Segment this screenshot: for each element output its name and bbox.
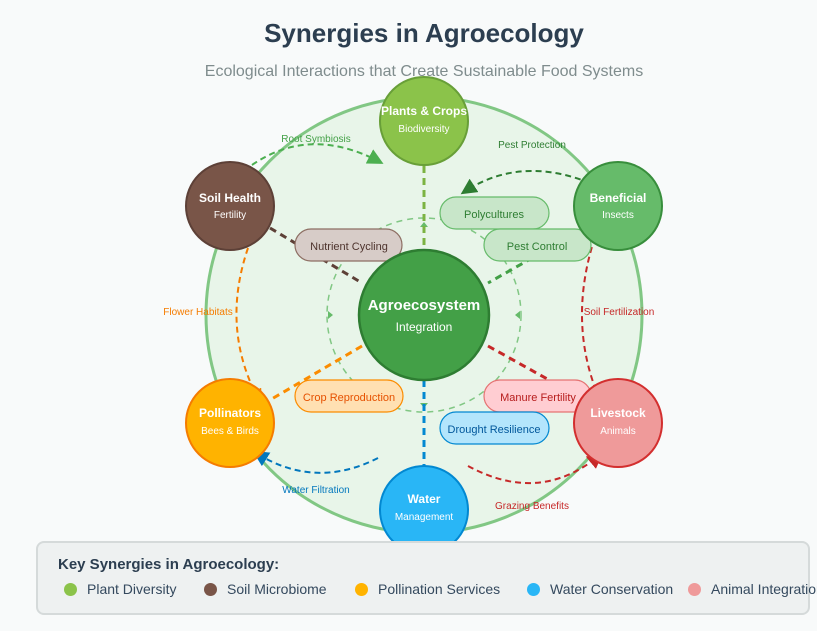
pill-crop-reproduction-label: Crop Reproduction (303, 392, 395, 404)
pill-pest-control-label: Pest Control (507, 241, 568, 253)
pill-drought-resilience-label: Drought Resilience (448, 424, 541, 436)
node-pollinators-title: Pollinators (199, 406, 261, 420)
grazing-benefits-label: Grazing Benefits (495, 501, 569, 512)
pill-manure-fertility: Manure Fertility (483, 379, 592, 413)
legend-item-pollination-services: Pollination Services (355, 581, 500, 597)
water-filtration-arrow (252, 450, 379, 474)
node-livestock-subtitle: Animals (600, 426, 636, 437)
legend-dot (64, 582, 77, 596)
pill-nutrient-cycling-label: Nutrient Cycling (310, 241, 388, 253)
spoke-livestock (487, 344, 586, 402)
center-node-agroecosystem: Agroecosystem Integration (357, 248, 491, 382)
center-subtitle: Integration (396, 320, 453, 334)
legend-dot (527, 582, 540, 596)
node-water-subtitle: Management (395, 512, 454, 523)
soil-fertilization-label: Soil Fertilization (584, 307, 655, 318)
node-pollinators: Pollinators Bees & Birds (185, 378, 275, 468)
flower-habitats-label: Flower Habitats (163, 307, 232, 318)
node-plants-subtitle: Biodiversity (398, 124, 449, 135)
cycle-arrow-top-icon (420, 222, 428, 227)
node-pollinators-subtitle: Bees & Birds (201, 426, 259, 437)
legend-item-plant-diversity: Plant Diversity (64, 581, 176, 597)
center-title: Agroecosystem (368, 297, 481, 314)
pill-polycultures-label: Polycultures (464, 209, 524, 221)
legend-label: Water Conservation (550, 581, 674, 597)
node-beneficial-subtitle: Insects (602, 210, 634, 221)
legend-label: Plant Diversity (87, 581, 177, 597)
pest-protection-label: Pest Protection (498, 140, 566, 151)
water-filtration-label: Water Filtration (282, 485, 349, 496)
node-beneficial-title: Beneficial (590, 191, 647, 205)
node-water-title: Water (408, 492, 441, 506)
page-title: Synergies in Agroecology (264, 18, 584, 48)
pill-drought-resilience: Drought Resilience (439, 411, 550, 445)
grazing-benefits-arrow (467, 452, 604, 485)
legend-label: Animal Integration (711, 581, 817, 597)
legend-dot (355, 582, 368, 596)
legend-dot (204, 582, 217, 596)
legend-title: Key Synergies in Agroecology: (58, 556, 280, 573)
legend-label: Soil Microbiome (227, 581, 327, 597)
page-subtitle: Ecological Interactions that Create Sust… (204, 63, 644, 80)
legend-item-animal-integration: Animal Integration (688, 581, 817, 597)
node-beneficial-insects: Beneficial Insects (573, 161, 663, 251)
spoke-pollinators (269, 344, 363, 402)
root-symbiosis-arrow (251, 143, 384, 166)
soil-fertilization-arrow (581, 227, 603, 404)
node-soil-health: Soil Health Fertility (185, 161, 275, 251)
node-plants-title: Plants & Crops (381, 104, 467, 118)
legend-dot (688, 582, 701, 596)
node-livestock: Livestock Animals (573, 378, 663, 468)
pill-pest-control: Pest Control (483, 228, 592, 262)
pill-crop-reproduction: Crop Reproduction (294, 379, 404, 413)
pill-polycultures: Polycultures (439, 196, 550, 230)
node-soil-title: Soil Health (199, 191, 261, 205)
pill-nutrient-cycling: Nutrient Cycling (294, 228, 403, 262)
cycle-arrow-right-icon (515, 311, 520, 319)
legend: Key Synergies in Agroecology: Plant Dive… (36, 541, 817, 615)
pill-manure-fertility-label: Manure Fertility (500, 392, 576, 404)
legend-label: Pollination Services (378, 581, 501, 597)
node-plants-crops: Plants & Crops Biodiversity (379, 76, 469, 166)
node-soil-subtitle: Fertility (214, 210, 246, 221)
legend-item-soil-microbiome: Soil Microbiome (204, 581, 327, 597)
cycle-arrow-left-icon (328, 311, 333, 319)
legend-item-water-conservation: Water Conservation (527, 581, 673, 597)
root-symbiosis-label: Root Symbiosis (281, 134, 350, 145)
node-livestock-title: Livestock (590, 406, 646, 420)
